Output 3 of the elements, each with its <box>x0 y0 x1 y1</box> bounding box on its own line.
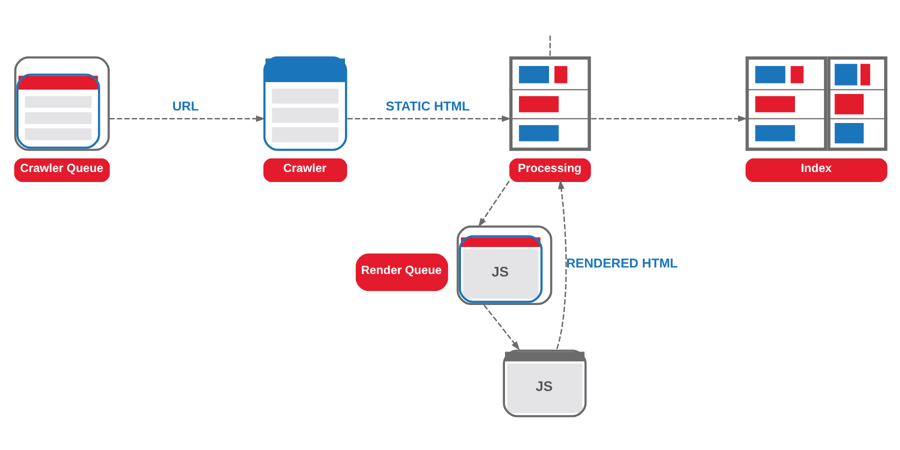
edge-label: RENDERED HTML <box>566 256 678 271</box>
edge-label: STATIC HTML <box>385 98 470 114</box>
edge-label: URL <box>172 98 198 114</box>
